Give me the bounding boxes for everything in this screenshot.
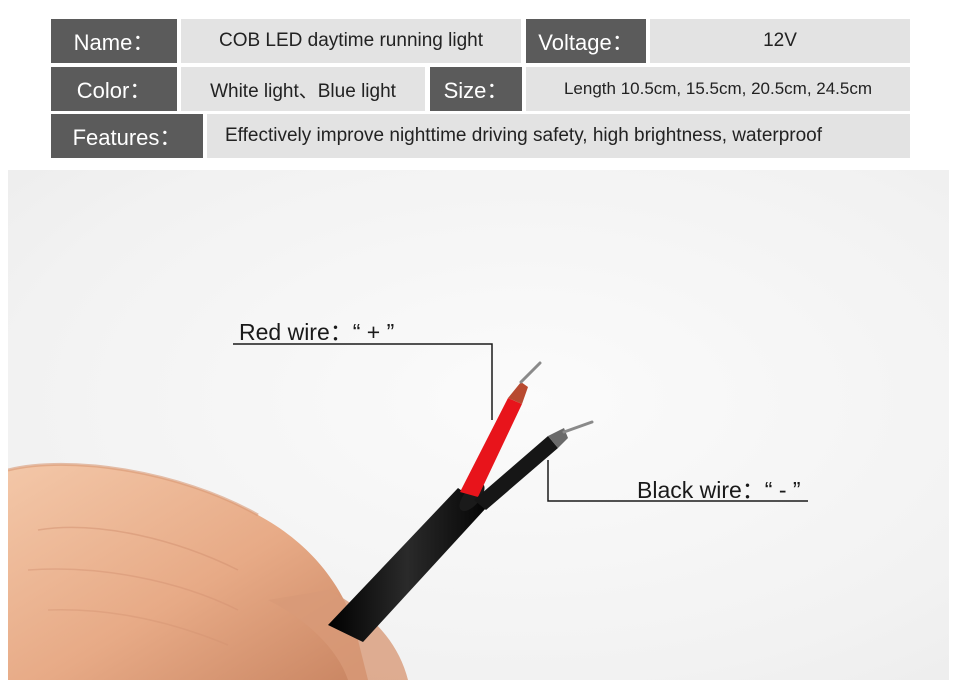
color-value: White light、Blue light xyxy=(181,67,425,111)
color-label: Color： xyxy=(51,67,177,111)
voltage-label: Voltage： xyxy=(526,19,646,63)
wire-illustration xyxy=(8,343,808,680)
red-wire-label: Red wire：“ + ” xyxy=(239,319,395,345)
finger-shape xyxy=(8,462,408,680)
name-value: COB LED daytime running light xyxy=(181,19,521,63)
black-wire-label: Black wire：“ - ” xyxy=(637,477,801,503)
black-wire xyxy=(474,436,558,510)
black-wire-callout-line xyxy=(547,460,808,502)
red-wire-callout-line xyxy=(233,343,493,420)
outer-cable xyxy=(328,488,486,642)
red-wire xyxy=(460,398,522,497)
size-label: Size： xyxy=(430,67,522,111)
features-value: Effectively improve nighttime driving sa… xyxy=(207,114,910,158)
size-value: Length 10.5cm, 15.5cm, 20.5cm, 24.5cm xyxy=(526,67,910,111)
features-label: Features： xyxy=(51,114,203,158)
product-photo: Red wire：“ + ” Black wire：“ - ” xyxy=(8,170,949,680)
voltage-value: 12V xyxy=(650,19,910,63)
name-label: Name： xyxy=(51,19,177,63)
spec-table: Name： COB LED daytime running light Volt… xyxy=(0,0,960,165)
